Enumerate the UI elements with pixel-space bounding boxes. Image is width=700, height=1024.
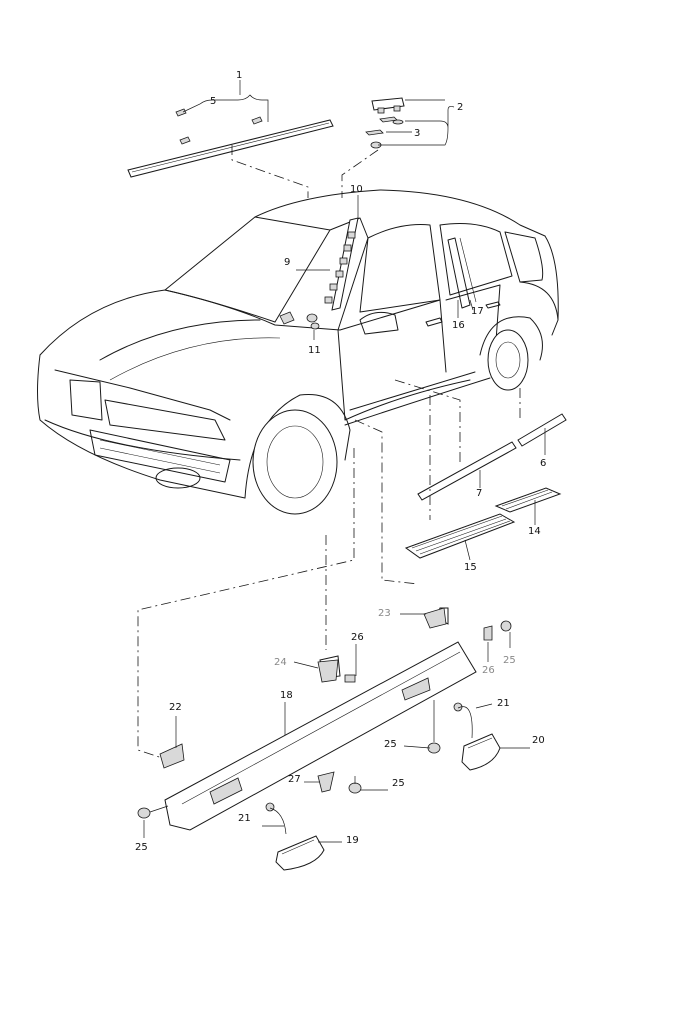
- link-line-clip: [341, 149, 379, 198]
- splash-guard-20-part: [461, 733, 501, 771]
- scuff-plate-14-part: [494, 487, 562, 513]
- callout-7: 7: [476, 488, 482, 499]
- callout-6: 6: [540, 458, 546, 469]
- splash-guard-19-part: [275, 835, 325, 871]
- a-pillar-clips-part: [279, 217, 359, 330]
- link-line-left: [137, 448, 355, 759]
- callout-21b: 21: [238, 813, 251, 824]
- callout-27: 27: [288, 774, 301, 785]
- callout-11: 11: [308, 345, 321, 356]
- callout-9: 9: [284, 257, 290, 268]
- leader-skirt-front: [149, 805, 169, 813]
- leader-24: [293, 661, 319, 669]
- link-line-15: [354, 419, 419, 585]
- leader-25c: [354, 776, 388, 791]
- roof-moulding-part: [127, 108, 334, 178]
- scuff-plate-15-part: [404, 513, 516, 559]
- callout-24: 24: [274, 657, 287, 668]
- callout-20: 20: [532, 735, 545, 746]
- callout-25a: 25: [384, 739, 397, 750]
- callout-15: 15: [464, 562, 477, 573]
- callout-26b: 26: [482, 665, 495, 676]
- callout-18: 18: [280, 690, 293, 701]
- leader-15: [464, 539, 471, 561]
- callout-14: 14: [528, 526, 541, 537]
- callout-10: 10: [350, 184, 363, 195]
- callout-3: 3: [414, 128, 420, 139]
- leader-21a: [457, 703, 493, 739]
- callout-2: 2: [457, 102, 463, 113]
- callout-19: 19: [346, 835, 359, 846]
- link-line-roof: [231, 145, 309, 198]
- callout-25d: 25: [135, 842, 148, 853]
- side-skirt-part: [164, 607, 477, 831]
- leader-2: [378, 99, 455, 146]
- leader-25a: [403, 700, 435, 749]
- link-line-7: [394, 379, 461, 462]
- sill-trim-6-part: [517, 413, 567, 447]
- callout-16: 16: [452, 320, 465, 331]
- sill-trim-7-part: [417, 441, 517, 501]
- callout-1: 1: [236, 70, 242, 81]
- moulding-clips-part: [365, 97, 405, 149]
- callout-21a: 21: [497, 698, 510, 709]
- car-body-outline: [37, 189, 559, 515]
- callout-labels: 1 5 2 3 10 9 11 16 17 6 7 14 15 23 26 24…: [135, 70, 546, 853]
- callout-25b: 25: [503, 655, 516, 666]
- skirt-clips: [137, 607, 512, 819]
- callout-25c: 25: [392, 778, 405, 789]
- callout-5: 5: [210, 96, 216, 107]
- leader-5: [182, 94, 269, 122]
- leader-17: [469, 299, 474, 311]
- callout-26a: 26: [351, 632, 364, 643]
- callout-17: 17: [471, 306, 484, 317]
- leader-21b: [262, 807, 287, 835]
- callout-23: 23: [378, 608, 391, 619]
- callout-22: 22: [169, 702, 182, 713]
